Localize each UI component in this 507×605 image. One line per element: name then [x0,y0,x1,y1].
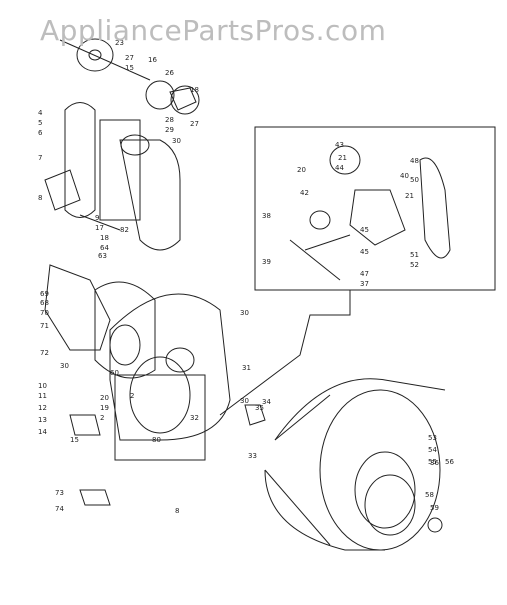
callout-top-assembly-9: 4 [38,109,43,117]
callout-top-assembly-14: 9 [95,214,99,222]
callout-middle-17: 19 [100,404,109,412]
callout-top-assembly-8: 30 [172,137,181,145]
callout-middle-3: 69 [40,290,49,298]
callout-middle-20: 80 [152,436,161,444]
callout-inset-6: 45 [360,226,369,234]
callout-drum-9: 58 [425,491,434,499]
drum-roller [427,517,443,533]
callout-middle-0: 30 [240,309,249,317]
callout-drum-10: 59 [430,504,439,512]
callout-top-assembly-20: 27 [190,120,199,128]
callout-top-assembly-3: 15 [125,64,134,72]
callout-top-assembly-11: 6 [38,129,43,137]
callout-middle-16: 20 [100,394,109,402]
callout-drum-5: 53 [428,434,437,442]
idler [244,404,266,426]
callout-inset-0: 43 [335,141,344,149]
blower-assembly [59,38,200,115]
callout-top-assembly-2: 26 [165,69,174,77]
callout-inset-16: 52 [410,261,419,269]
callout-middle-11: 11 [38,392,47,400]
callout-drum-4: 33 [248,452,257,460]
blower-housing [44,264,156,379]
callout-drum-1: 34 [262,398,271,406]
callout-middle-5: 70 [40,309,49,317]
callout-top-assembly-0: 23 [115,39,124,47]
callout-drum-6: 54 [428,446,437,454]
inset-frame [254,126,496,291]
callout-bottom-0: 73 [55,489,64,497]
callout-middle-7: 72 [40,349,49,357]
callout-inset-1: 21 [338,154,347,162]
drum [264,378,446,551]
callout-middle-4: 68 [40,299,49,307]
callout-inset-2: 44 [335,164,344,172]
callout-middle-19: 32 [190,414,199,422]
callout-top-assembly-17: 64 [100,244,109,252]
callout-inset-3: 40 [400,172,409,180]
bracket [69,414,101,436]
callout-inset-12: 45 [360,248,369,256]
motor-frame [44,102,181,251]
callout-middle-6: 71 [40,322,49,330]
callout-bottom-1: 74 [55,505,64,513]
callout-drum-7: 55 [428,458,437,466]
callout-middle-2: 2 [130,392,134,400]
callout-middle-9: 60 [110,369,119,377]
inset-parts [289,145,451,281]
callout-top-assembly-10: 5 [38,119,42,127]
callout-top-assembly-4: 16 [148,56,157,64]
callout-middle-14: 14 [38,428,47,436]
callout-inset-14: 37 [360,280,369,288]
callout-top-assembly-16: 18 [100,234,109,242]
rear-bulkhead [109,293,231,461]
callout-inset-4: 20 [297,166,306,174]
callout-drum-3: 36 [430,459,439,467]
callout-inset-5: 42 [300,189,309,197]
callout-top-assembly-1: 27 [125,54,134,62]
callout-middle-18: 2 [100,414,104,422]
callout-inset-11: 39 [262,258,271,266]
callout-top-assembly-5: 18 [190,86,199,94]
callout-drum-0: 30 [240,397,249,405]
callout-inset-8: 21 [405,192,414,200]
callout-inset-10: 38 [262,212,271,220]
switch [79,489,111,506]
callout-top-assembly-18: 63 [98,252,107,260]
callout-middle-8: 30 [60,362,69,370]
callout-inset-7: 50 [410,176,419,184]
callout-top-assembly-12: 7 [38,154,42,162]
callout-drum-2: 35 [255,404,264,412]
callout-middle-13: 13 [38,416,47,424]
callout-inset-9: 48 [410,157,419,165]
callout-middle-15: 15 [70,436,79,444]
callout-inset-15: 51 [410,251,419,259]
callout-top-assembly-13: 8 [38,194,42,202]
leader-line [219,290,351,416]
callout-drum-8: 56 [445,458,454,466]
callout-middle-10: 10 [38,382,47,390]
callout-middle-12: 12 [38,404,47,412]
callout-middle-1: 31 [242,364,251,372]
callout-bottom-2: 8 [175,507,179,515]
callout-top-assembly-19: 82 [120,226,129,234]
callout-top-assembly-6: 28 [165,116,174,124]
watermark: AppliancePartsPros.com [40,14,387,47]
callout-labels: 2327261516182829304567891718646382274321… [38,39,454,515]
callout-inset-13: 47 [360,270,369,278]
callout-top-assembly-7: 29 [165,126,174,134]
callout-top-assembly-15: 17 [95,224,104,232]
